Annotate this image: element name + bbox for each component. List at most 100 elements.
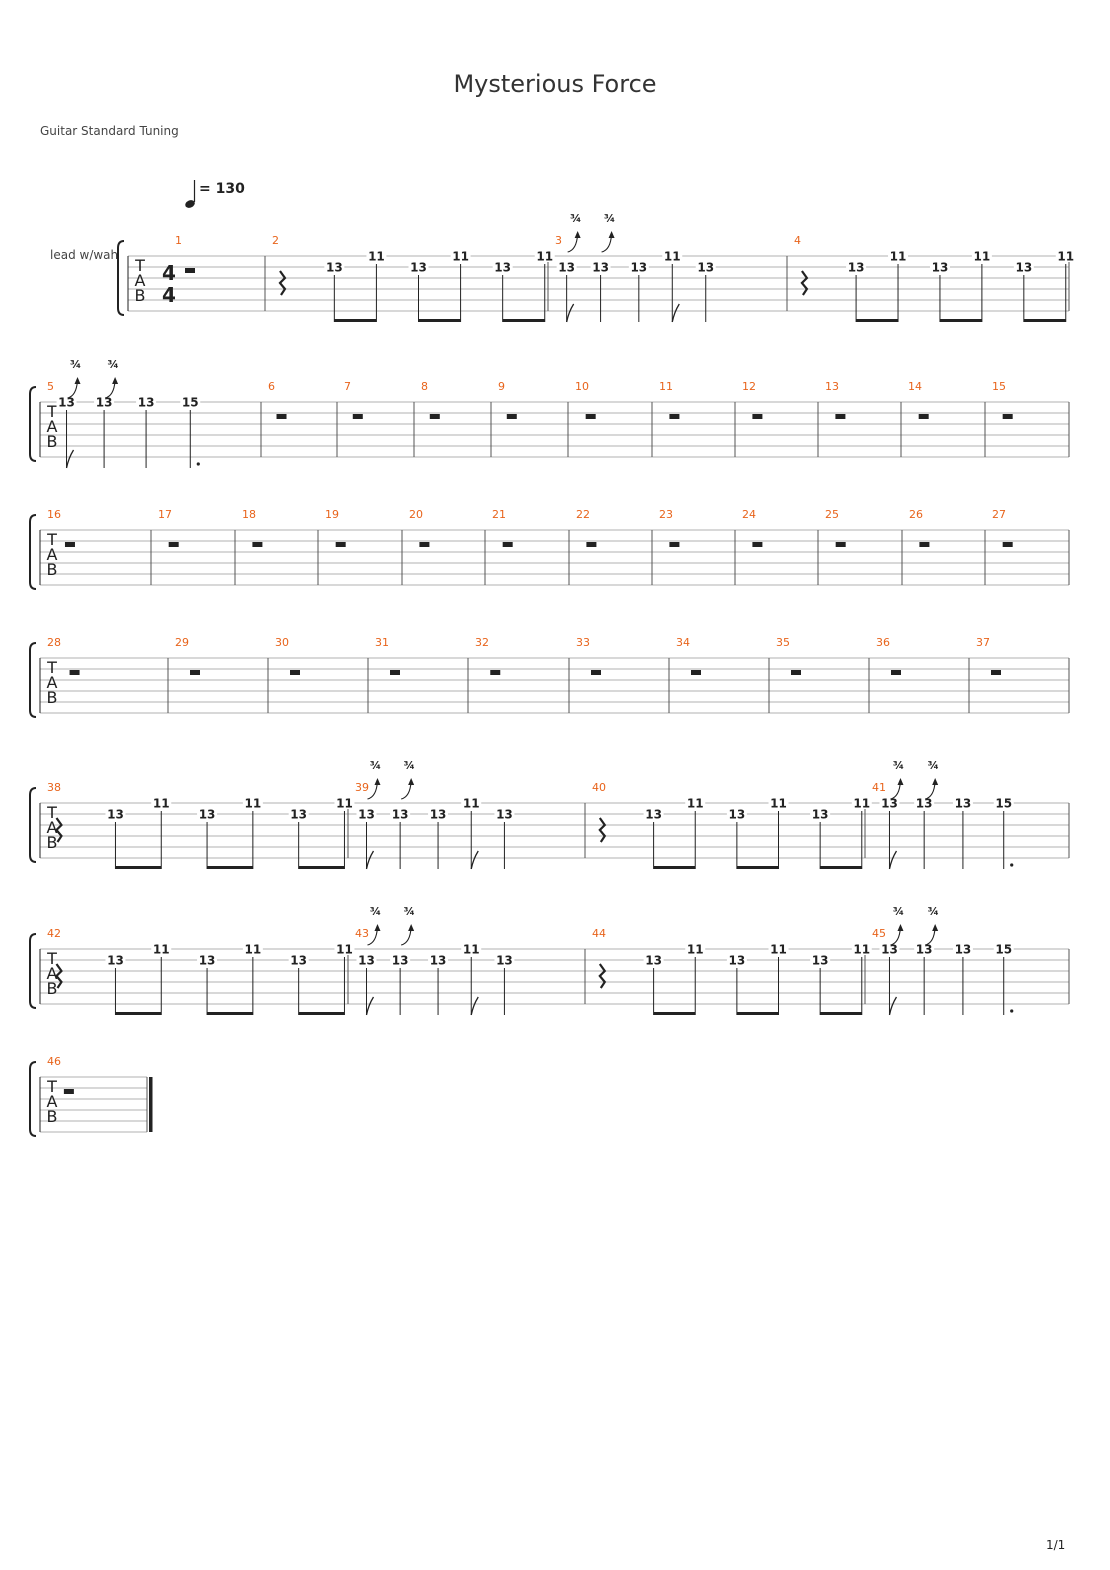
quarter-rest-symbol [598, 963, 607, 989]
bend-arrow-icon [932, 924, 939, 931]
fret-number: 13 [410, 261, 427, 275]
fret-number: 13 [199, 808, 216, 822]
fret-background [643, 807, 664, 820]
fret-number: 11 [853, 797, 870, 811]
rest-symbol [276, 414, 287, 419]
measure-number: 46 [47, 1055, 61, 1068]
eighth-beam [736, 866, 779, 869]
fret-number: 13 [358, 954, 375, 968]
measure-number: 45 [872, 927, 886, 940]
measure-number: 33 [576, 636, 590, 649]
fret-number: 11 [1057, 250, 1074, 264]
fret-number: 13 [199, 954, 216, 968]
eighth-beam [653, 1012, 696, 1015]
measure-number: 43 [355, 927, 369, 940]
fret-background [242, 942, 263, 955]
fret-background [356, 807, 377, 820]
fret-number: 13 [645, 954, 662, 968]
fret-background [428, 807, 449, 820]
fret-background [366, 249, 387, 262]
eighth-beam [820, 1012, 862, 1015]
tab-clef-letter: A [47, 1092, 58, 1111]
eighth-flag [566, 303, 575, 323]
fret-background [662, 249, 683, 262]
measure-number: 23 [659, 508, 673, 521]
fret-number: 11 [463, 943, 480, 957]
fret-number: 11 [664, 250, 681, 264]
eighth-flag [365, 996, 375, 1016]
rest-symbol [185, 268, 195, 273]
fret-number: 13 [290, 954, 307, 968]
measure-number: 16 [47, 508, 61, 521]
tab-clef-letter: T [46, 402, 57, 421]
fret-number: 11 [153, 943, 170, 957]
tempo-quarter-note [185, 200, 195, 208]
measure-number: 3 [555, 234, 562, 247]
eighth-beam [115, 866, 162, 869]
fret-background [846, 260, 867, 273]
eighth-beam [298, 866, 345, 869]
rest-symbol [252, 542, 263, 547]
eighth-beam [856, 319, 899, 322]
measure-number: 18 [242, 508, 256, 521]
rest-symbol [352, 414, 363, 419]
rest-symbol [168, 542, 179, 547]
tab-clef-letter: T [46, 1077, 57, 1096]
measure-number: 36 [876, 636, 890, 649]
fret-background [768, 796, 789, 809]
fret-background [461, 942, 482, 955]
rest-symbol [991, 670, 1001, 675]
fret-background [105, 953, 126, 966]
rest-symbol [669, 414, 680, 419]
bend-arrow-icon [897, 924, 904, 931]
tab-clef-letter: B [47, 432, 58, 451]
rest-symbol [69, 670, 80, 675]
measure-number: 21 [492, 508, 506, 521]
bend-amount-label: ¾ [70, 358, 81, 371]
measure-number: 6 [268, 380, 275, 393]
measure-number: 38 [47, 781, 61, 794]
fret-number: 11 [368, 250, 385, 264]
measure-number: 17 [158, 508, 172, 521]
fret-number: 13 [290, 808, 307, 822]
rest-symbol [791, 670, 801, 675]
eighth-beam [115, 1012, 162, 1015]
fret-number: 11 [463, 797, 480, 811]
measure-number: 42 [47, 927, 61, 940]
rest-symbol [64, 542, 75, 547]
score-title: Mysterious Force [453, 70, 657, 98]
measure-number: 30 [275, 636, 289, 649]
eighth-beam [736, 1012, 779, 1015]
bend-amount-label: ¾ [893, 905, 904, 918]
rest-symbol [290, 670, 300, 675]
tab-clef-letter: T [46, 658, 57, 677]
fret-number: 13 [955, 943, 972, 957]
bend-arrow-icon [897, 778, 904, 785]
system-bracket [29, 933, 37, 1009]
fret-number: 13 [881, 943, 898, 957]
fret-number: 15 [995, 943, 1012, 957]
bend-amount-label: ¾ [570, 212, 581, 225]
fret-background [56, 395, 77, 408]
measure-number: 22 [576, 508, 590, 521]
eighth-flag [671, 303, 680, 323]
fret-number: 11 [687, 797, 704, 811]
fret-number: 13 [107, 808, 124, 822]
track-name: lead w/wah [50, 248, 118, 262]
tab-clef-letter: B [47, 1107, 58, 1126]
dotted-note [196, 462, 200, 466]
fret-number: 11 [974, 250, 991, 264]
fret-background [428, 953, 449, 966]
fret-number: 11 [336, 943, 353, 957]
tab-clef-letter: B [135, 286, 146, 305]
fret-number: 15 [995, 797, 1012, 811]
tab-clef-letter: B [47, 979, 58, 998]
fret-number: 13 [881, 797, 898, 811]
bend-amount-label: ¾ [893, 759, 904, 772]
fret-number: 11 [153, 797, 170, 811]
measure-number: 14 [908, 380, 922, 393]
fret-background [993, 942, 1014, 955]
tab-clef-letter: A [47, 818, 58, 837]
fret-number: 11 [853, 943, 870, 957]
fret-background [952, 796, 973, 809]
